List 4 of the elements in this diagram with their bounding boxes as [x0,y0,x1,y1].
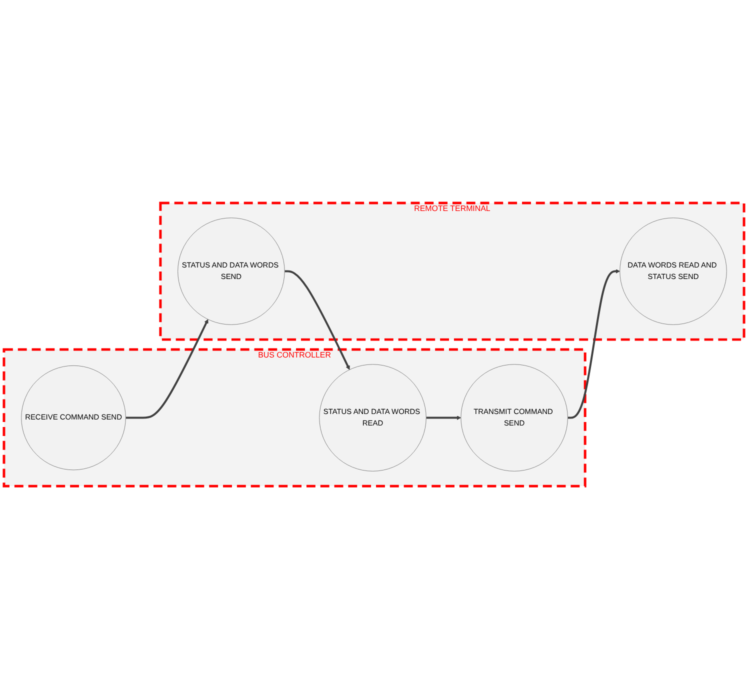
arrow [568,269,620,419]
arrow [284,270,350,370]
arrow [426,416,462,420]
arrow [126,319,208,419]
